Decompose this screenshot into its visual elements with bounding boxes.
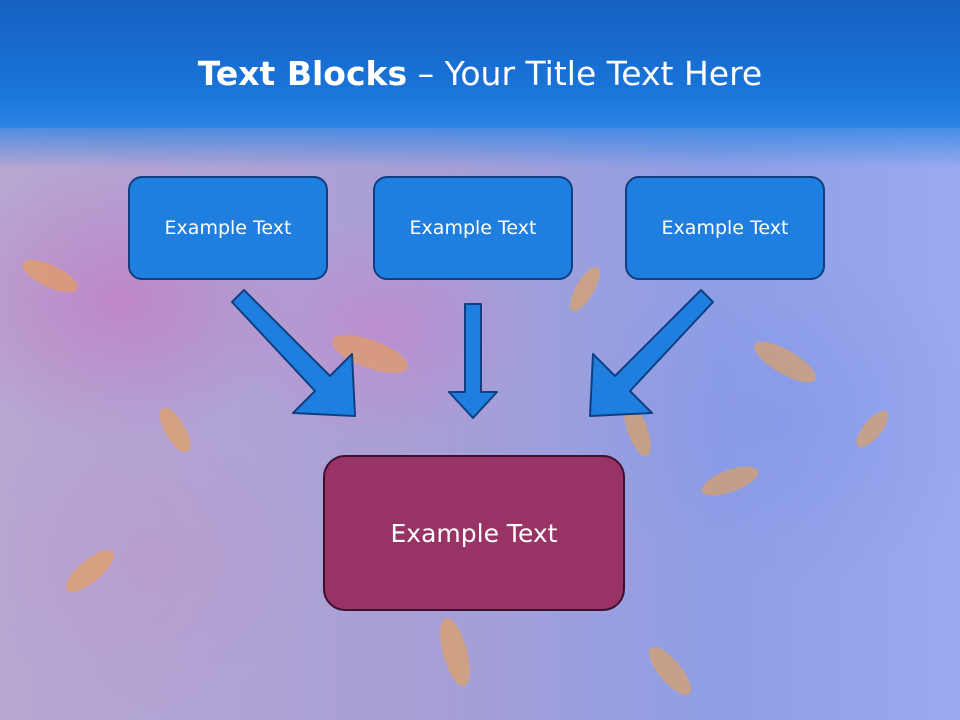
arrow-right-diagonal bbox=[589, 289, 714, 417]
text-block-center-label: Example Text bbox=[409, 217, 537, 239]
text-block-main[interactable]: Example Text bbox=[323, 455, 625, 611]
header-bar bbox=[0, 0, 960, 128]
arrow-left-diagonal bbox=[231, 289, 356, 417]
text-block-right-label: Example Text bbox=[661, 217, 789, 239]
text-block-main-label: Example Text bbox=[390, 518, 558, 548]
text-block-left[interactable]: Example Text bbox=[128, 176, 328, 280]
text-block-center[interactable]: Example Text bbox=[373, 176, 573, 280]
title-bold: Text Blocks bbox=[197, 54, 408, 93]
arrow-center-down bbox=[448, 303, 498, 419]
header-fade bbox=[0, 128, 960, 168]
text-block-left-label: Example Text bbox=[164, 217, 292, 239]
text-block-right[interactable]: Example Text bbox=[625, 176, 825, 280]
page-title: Text Blocks – Your Title Text Here bbox=[0, 52, 960, 96]
title-rest: – Your Title Text Here bbox=[407, 54, 763, 93]
